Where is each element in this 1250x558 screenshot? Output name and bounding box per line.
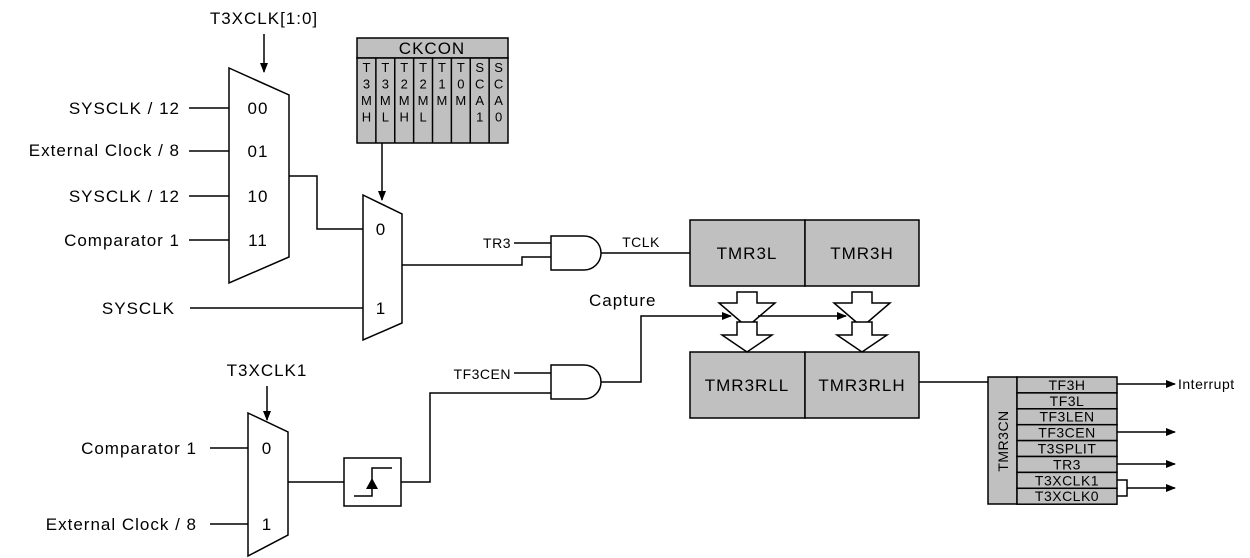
tmr3cn-bit-label: TF3H xyxy=(1049,377,1086,393)
mux3-code-0: 0 xyxy=(262,439,272,458)
ckcon-bit-char: A xyxy=(494,93,503,108)
mux2-body xyxy=(362,193,403,342)
tmr3cn-title-cell xyxy=(987,376,1018,505)
tmr3cn-title: TMR3CN xyxy=(995,410,1011,471)
ckcon-bit-char: H xyxy=(362,110,371,125)
ckcon-bit-char: T xyxy=(457,60,465,75)
mux3-select-label: T3XCLK1 xyxy=(227,361,308,380)
tmr3h-box xyxy=(804,219,920,287)
edge-arrow-icon xyxy=(366,478,378,489)
ckcon-bit-char: A xyxy=(475,93,484,108)
ckcon-bit-char: C xyxy=(494,77,503,92)
mux1-input-2: SYSCLK / 12 xyxy=(69,187,180,206)
ckcon-bit-char: 2 xyxy=(419,77,426,92)
tmr3rll-label: TMR3RLL xyxy=(705,376,789,395)
ckcon-bit-char: T xyxy=(419,60,427,75)
tmr3rlh-label: TMR3RLH xyxy=(818,376,905,395)
ckcon-bit-char: M xyxy=(455,93,466,108)
mux1-input-0: SYSCLK / 12 xyxy=(69,99,180,118)
tmr3cn-bit-label: T3XCLK1 xyxy=(1035,472,1099,488)
mux3-input-0: Comparator 1 xyxy=(81,439,197,458)
and2-input-label: TF3CEN xyxy=(454,366,511,382)
ckcon-bit-char: 2 xyxy=(401,77,408,92)
ckcon-bit-char: 0 xyxy=(457,77,464,92)
ckcon-bit-char: S xyxy=(494,60,503,75)
ckcon-bit-char: 1 xyxy=(438,77,445,92)
mux2-output-wire xyxy=(402,256,551,266)
mux3-body xyxy=(247,411,289,558)
capture-label: Capture xyxy=(589,291,656,310)
capture-wire xyxy=(601,312,732,383)
tmr3cn-register: TMR3CN TF3HTF3LTF3LENTF3CENT3SPLITTR3T3X… xyxy=(987,376,1118,505)
mux1-code-0: 00 xyxy=(248,99,269,118)
ckcon-bit-char: M xyxy=(437,93,448,108)
ckcon-bit-char: 3 xyxy=(363,77,370,92)
tmr3cn-bit-label: T3SPLIT xyxy=(1038,441,1097,457)
tmr3rll-box xyxy=(689,351,806,419)
mux1-output-wire xyxy=(289,175,363,230)
tmr3cn-bit-label: TF3L xyxy=(1050,393,1085,409)
ckcon-bit-char: M xyxy=(399,93,410,108)
edge-detector xyxy=(343,457,402,507)
and1-gate xyxy=(550,235,602,271)
mux1-code-3: 11 xyxy=(248,231,268,250)
tmr3cn-bit-label: TF3CEN xyxy=(1038,425,1095,441)
ckcon-bit-char: L xyxy=(419,110,426,125)
capture-arrow-low-lower xyxy=(719,321,775,353)
and1-output-label: TCLK xyxy=(622,234,660,250)
tmr3l-label: TMR3L xyxy=(717,244,778,263)
mux1-select-label: T3XCLK[1:0] xyxy=(210,9,318,28)
ckcon-bit-char: T xyxy=(381,60,389,75)
tmr3cn-bit-rows: TF3HTF3LTF3LENTF3CENT3SPLITTR3T3XCLK1T3X… xyxy=(1016,376,1118,505)
mux1-body xyxy=(228,66,290,285)
mux1-input-3: Comparator 1 xyxy=(64,231,180,250)
tmr3cn-bit-label: T3XCLK0 xyxy=(1035,488,1099,504)
edge-output-wire xyxy=(401,392,551,483)
ckcon-bit-char: L xyxy=(382,110,389,125)
ckcon-bit-char: C xyxy=(475,77,484,92)
tmr3rlh-box xyxy=(804,351,920,419)
tmr3cn-bit-label: TR3 xyxy=(1053,456,1081,472)
capture-arrow-high-upper xyxy=(831,291,893,328)
ckcon-title: CKCON xyxy=(399,39,465,58)
ckcon-bit-char: 1 xyxy=(476,110,483,125)
interrupt-label: Interrupt xyxy=(1178,376,1235,392)
t3xclk-bracket xyxy=(1117,479,1128,497)
ckcon-bit-char: S xyxy=(475,60,484,75)
tmr3cn-bit-label: TF3LEN xyxy=(1039,409,1094,425)
mux2-code-1: 1 xyxy=(376,299,386,318)
tmr3h-label: TMR3H xyxy=(830,244,894,263)
capture-arrow-high-lower xyxy=(834,321,890,353)
mux3-input-1: External Clock / 8 xyxy=(46,515,197,534)
mux3-code-1: 1 xyxy=(262,515,272,534)
tmr3l-box xyxy=(689,219,806,287)
ckcon-bit-char: 0 xyxy=(495,110,502,125)
and1-input-label: TR3 xyxy=(483,235,511,251)
mux1-code-2: 10 xyxy=(248,187,269,206)
ckcon-bit-char: M xyxy=(361,93,372,108)
ckcon-bit-char: 3 xyxy=(382,77,389,92)
ckcon-bit-char: H xyxy=(399,110,408,125)
mux1-code-1: 01 xyxy=(248,142,269,161)
mux2-code-0: 0 xyxy=(376,220,386,239)
ckcon-bit-char: M xyxy=(380,93,391,108)
ckcon-bit-char: T xyxy=(362,60,370,75)
ckcon-bit-char: T xyxy=(400,60,408,75)
ckcon-bit-char: M xyxy=(418,93,429,108)
sysclk-label: SYSCLK xyxy=(102,299,175,318)
mux1-input-1: External Clock / 8 xyxy=(29,141,180,160)
ckcon-bit-char: T xyxy=(438,60,446,75)
capture-arrow-low-upper xyxy=(716,291,778,328)
and2-gate xyxy=(550,364,602,400)
